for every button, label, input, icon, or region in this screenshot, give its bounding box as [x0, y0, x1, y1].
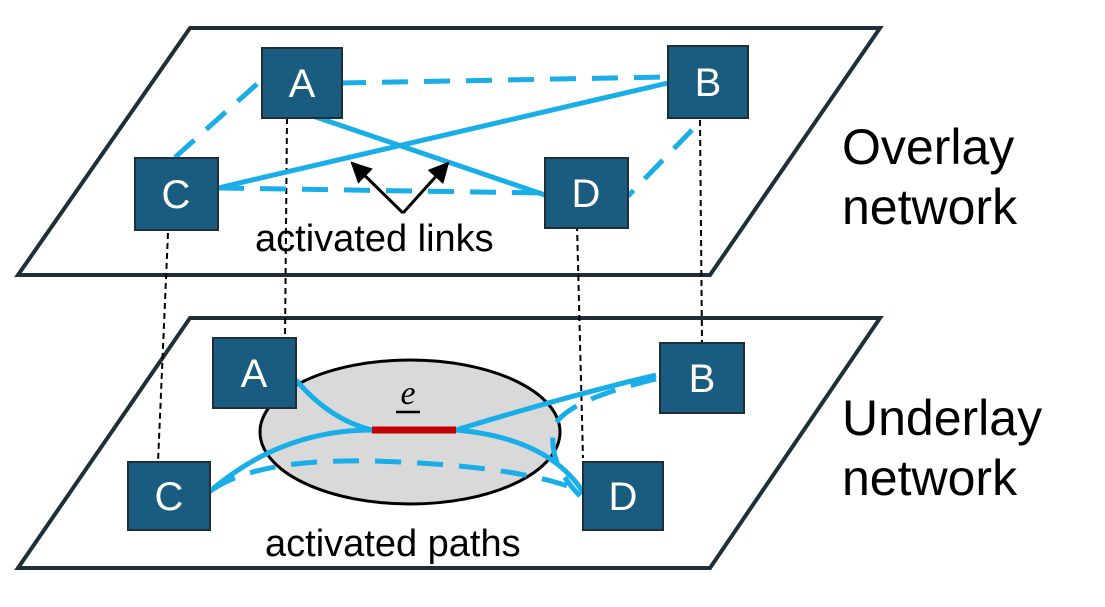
overlay-node-d: D: [544, 157, 629, 229]
underlay-node-c: C: [127, 461, 211, 531]
underlay-node-b-label: B: [689, 357, 716, 401]
correspondence-line-c: [157, 232, 169, 463]
overlay-plane: [14, 26, 884, 277]
underlay-label: Underlay network: [842, 388, 1042, 508]
correspondence-line-a: [284, 117, 288, 339]
underlay-path-c-d-dashed: [210, 458, 585, 495]
arrow-to-link-right: [401, 161, 450, 215]
overlay-node-c-label: C: [162, 173, 191, 217]
overlay-node-a-label: A: [289, 62, 316, 106]
overlay-node-d-label: D: [572, 172, 601, 216]
underlay-node-d: D: [582, 461, 664, 531]
overlay-label-line2: network: [842, 179, 1018, 235]
correspondence-line-b: [699, 119, 703, 344]
overlay-link-b-d: [626, 128, 694, 198]
underlay-node-a: A: [212, 337, 297, 409]
underlay-label-line2: network: [842, 450, 1018, 506]
underlay-node-b: B: [659, 342, 745, 414]
arrow-to-link-left: [350, 161, 405, 215]
underlay-node-d-label: D: [609, 475, 638, 519]
overlay-link-a-c: [170, 82, 259, 162]
overlay-node-b-label: B: [695, 61, 722, 105]
overlay-node-b: B: [667, 45, 749, 119]
overlay-label-line1: Overlay: [842, 119, 1015, 175]
correspondence-line-d: [576, 224, 584, 459]
underlay-node-c-label: C: [155, 475, 184, 519]
overlay-link-a-b: [339, 74, 669, 86]
overlay-link-c-d: [217, 185, 546, 196]
overlay-caption: activated links: [255, 218, 494, 260]
overlay-node-c: C: [134, 157, 219, 231]
underlay-caption: activated paths: [265, 523, 521, 565]
overlay-label: Overlay network: [842, 117, 1017, 237]
underlay-path-b-d-dashed: [550, 376, 657, 498]
underlay-node-a-label: A: [241, 352, 268, 396]
underlay-path-c: [206, 427, 373, 495]
underlay-path-d: [455, 427, 586, 494]
edge-label: e: [400, 375, 415, 412]
overlay-link-c-b: [217, 80, 669, 191]
underlay-label-line1: Underlay: [842, 390, 1043, 446]
underlay-path-b: [455, 372, 657, 433]
overlay-link-a-d: [309, 112, 546, 198]
overlay-node-a: A: [261, 47, 343, 119]
